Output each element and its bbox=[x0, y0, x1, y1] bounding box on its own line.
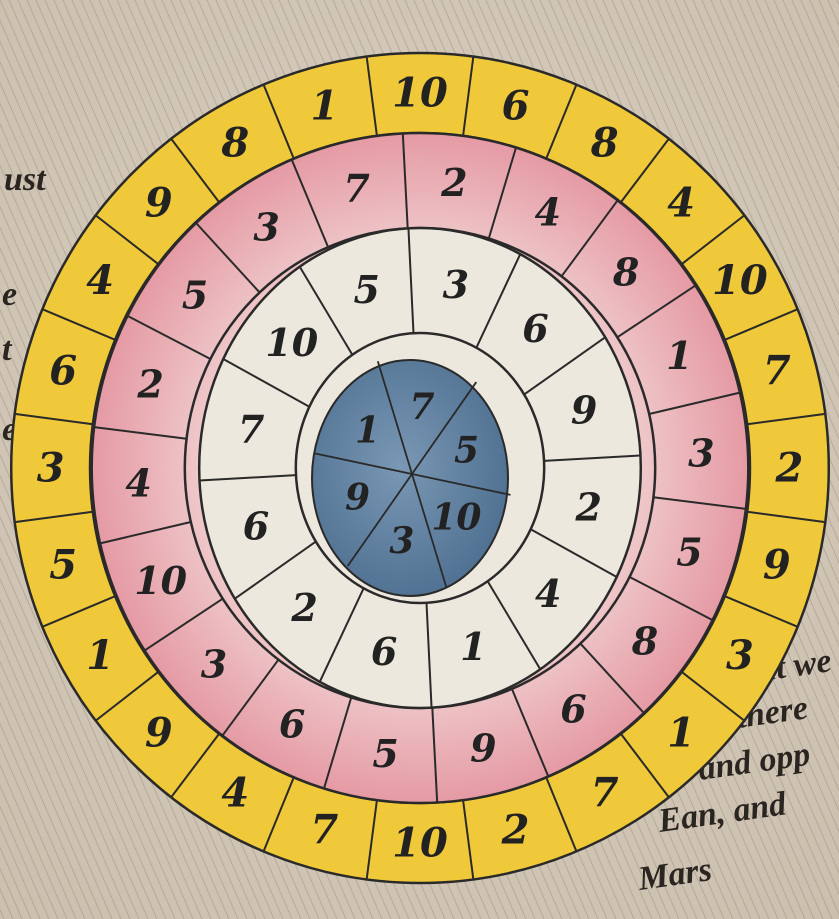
outer-ring-number: 2 bbox=[501, 807, 530, 854]
outer-ring-number: 6 bbox=[502, 82, 530, 129]
white-ring-number: 7 bbox=[238, 407, 264, 452]
outer-ring-number: 10 bbox=[392, 820, 448, 867]
center-number: 9 bbox=[345, 476, 370, 518]
white-ring-number: 5 bbox=[353, 267, 379, 312]
outer-ring-number: 2 bbox=[774, 445, 803, 492]
margin-word-left-3: t bbox=[2, 331, 13, 368]
pink-ring-number: 2 bbox=[136, 361, 163, 406]
pink-ring-number: 2 bbox=[440, 160, 467, 205]
white-ring-number: 6 bbox=[522, 306, 548, 351]
pink-ring-number: 6 bbox=[560, 687, 586, 732]
white-ring-number: 9 bbox=[571, 388, 597, 433]
pink-ring-number: 4 bbox=[535, 189, 561, 234]
pink-ring-number: 3 bbox=[201, 642, 227, 687]
pink-ring-number: 10 bbox=[134, 558, 187, 603]
outer-ring-number: 4 bbox=[667, 179, 695, 226]
outer-ring-number: 3 bbox=[37, 445, 65, 492]
outer-ring-number: 10 bbox=[712, 257, 768, 304]
pink-ring-number: 7 bbox=[343, 165, 369, 210]
pink-ring-number: 5 bbox=[676, 530, 702, 575]
white-ring-number: 4 bbox=[535, 571, 561, 616]
outer-ring-number: 9 bbox=[145, 179, 173, 226]
center-number: 3 bbox=[389, 520, 414, 562]
center-number: 10 bbox=[431, 497, 481, 539]
pink-ring-number: 3 bbox=[253, 204, 279, 249]
outer-ring-number: 10 bbox=[392, 70, 448, 117]
center-number: 7 bbox=[410, 386, 435, 428]
outer-ring-number: 7 bbox=[763, 347, 791, 394]
pink-ring-number: 3 bbox=[688, 430, 714, 475]
outer-ring-number: 8 bbox=[590, 120, 619, 167]
center-disc: 75 10 39 1 bbox=[312, 360, 510, 596]
pink-ring-number: 8 bbox=[612, 249, 639, 294]
outer-ring-number: 4 bbox=[221, 769, 249, 816]
outer-ring-number: 1 bbox=[86, 632, 114, 679]
pink-ring-number: 8 bbox=[631, 619, 658, 664]
white-ring-number: 10 bbox=[265, 320, 318, 365]
outer-ring-number: 7 bbox=[591, 769, 619, 816]
pink-ring-number: 6 bbox=[279, 702, 305, 747]
white-ring-number: 3 bbox=[443, 262, 469, 307]
outer-ring-number: 4 bbox=[86, 257, 114, 304]
white-ring-number: 1 bbox=[460, 624, 486, 669]
white-ring-number: 6 bbox=[371, 629, 397, 674]
outer-ring-number: 1 bbox=[667, 710, 695, 757]
pink-ring-number: 5 bbox=[182, 272, 208, 317]
outer-ring-number: 9 bbox=[763, 542, 791, 589]
outer-ring-number: 5 bbox=[49, 542, 77, 589]
outer-ring-number: 6 bbox=[49, 347, 77, 394]
center-number: 5 bbox=[454, 430, 479, 472]
pink-ring-number: 9 bbox=[470, 726, 496, 771]
white-ring-number: 2 bbox=[575, 484, 602, 529]
pink-ring-number: 1 bbox=[666, 333, 692, 378]
pink-ring-number: 4 bbox=[125, 461, 151, 506]
margin-word-left-1: ust bbox=[4, 161, 47, 198]
white-ring-number: 6 bbox=[243, 503, 269, 548]
outer-ring-number: 9 bbox=[145, 710, 173, 757]
margin-word-left-2: e bbox=[2, 276, 17, 313]
pink-ring-number: 5 bbox=[372, 731, 398, 776]
outer-ring-number: 7 bbox=[310, 807, 338, 854]
outer-ring-number: 3 bbox=[726, 632, 754, 679]
white-ring-number: 2 bbox=[290, 585, 317, 630]
outer-ring-number: 8 bbox=[220, 120, 249, 167]
outer-ring-number: 1 bbox=[310, 82, 338, 129]
center-number: 1 bbox=[355, 409, 380, 451]
